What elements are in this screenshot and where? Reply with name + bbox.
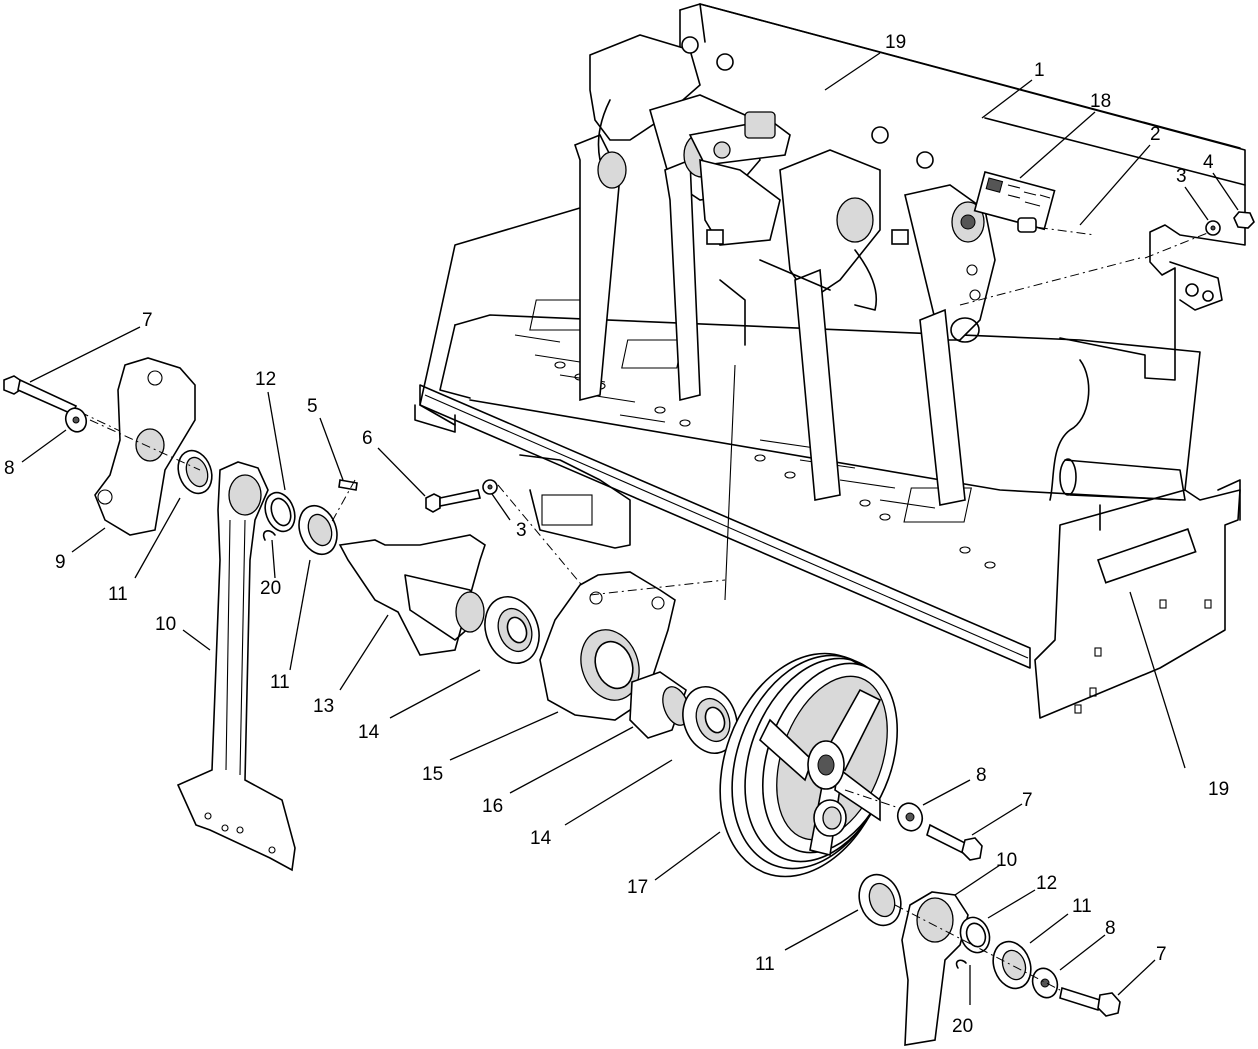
callout-16: 16 — [482, 796, 503, 817]
callout-6: 6 — [362, 428, 373, 449]
callout-19-right: 19 — [1208, 779, 1229, 800]
bolt-7-mid-head — [961, 837, 983, 861]
callout-10-right: 10 — [996, 850, 1017, 871]
callout-3-right: 3 — [1176, 166, 1187, 187]
callout-11-lower: 11 — [755, 954, 775, 975]
callout-5: 5 — [307, 396, 318, 417]
callout-14-left: 14 — [358, 722, 380, 743]
callout-8-left: 8 — [4, 458, 15, 479]
callout-4: 4 — [1203, 152, 1214, 173]
callout-14-right: 14 — [530, 828, 552, 849]
callout-11-left: 11 — [108, 584, 128, 605]
callout-1: 1 — [1034, 60, 1045, 81]
bolt-part-6 — [425, 493, 441, 513]
arm-part-10-left — [176, 461, 296, 872]
callout-13: 13 — [313, 696, 334, 717]
callout-9: 9 — [55, 552, 66, 573]
pin-part-5 — [338, 479, 358, 491]
callout-7-right: 7 — [1156, 944, 1167, 965]
bolt-7-right-head — [1097, 992, 1121, 1017]
left-assembly — [3, 357, 591, 872]
rocker-assemblies — [574, 34, 996, 506]
pin-part-2 — [1017, 217, 1037, 233]
callout-15: 15 — [422, 764, 443, 785]
lower-right-assembly — [858, 873, 1121, 1046]
callout-20-right: 20 — [952, 1016, 973, 1037]
leader-lines — [21, 52, 1239, 1005]
decal — [973, 171, 1056, 231]
bolt-7-mid-shank — [926, 823, 966, 855]
callout-3-left: 3 — [516, 520, 527, 541]
callout-7-mid: 7 — [1022, 790, 1033, 811]
bolt-7-left — [3, 375, 21, 395]
wheel-part-17 — [719, 652, 906, 878]
callout-labels: 19 1 18 2 3 4 7 12 5 6 8 3 9 11 20 10 11… — [4, 32, 1229, 1037]
shaft-hub-part-13 — [338, 534, 486, 656]
center-housing — [484, 571, 738, 754]
callout-11-right-upper: 11 — [1072, 896, 1092, 917]
callout-8-right: 8 — [1105, 918, 1116, 939]
right-hardware — [959, 211, 1255, 306]
main-frame — [414, 3, 1246, 719]
callout-20-left: 20 — [260, 578, 281, 599]
nut-part-4 — [1233, 211, 1255, 229]
callout-12-left: 12 — [255, 369, 276, 390]
callout-18: 18 — [1090, 91, 1111, 112]
callout-19-top: 19 — [885, 32, 906, 53]
callout-17: 17 — [627, 877, 648, 898]
callout-8-mid: 8 — [976, 765, 987, 786]
callout-2: 2 — [1150, 124, 1161, 145]
callout-11-mid: 11 — [270, 672, 290, 693]
callout-7-left: 7 — [142, 310, 153, 331]
bolt-7-right-shank — [1059, 986, 1101, 1012]
wheel-hardware — [896, 802, 983, 861]
callout-10-left: 10 — [155, 614, 176, 635]
callout-12-right: 12 — [1036, 873, 1057, 894]
